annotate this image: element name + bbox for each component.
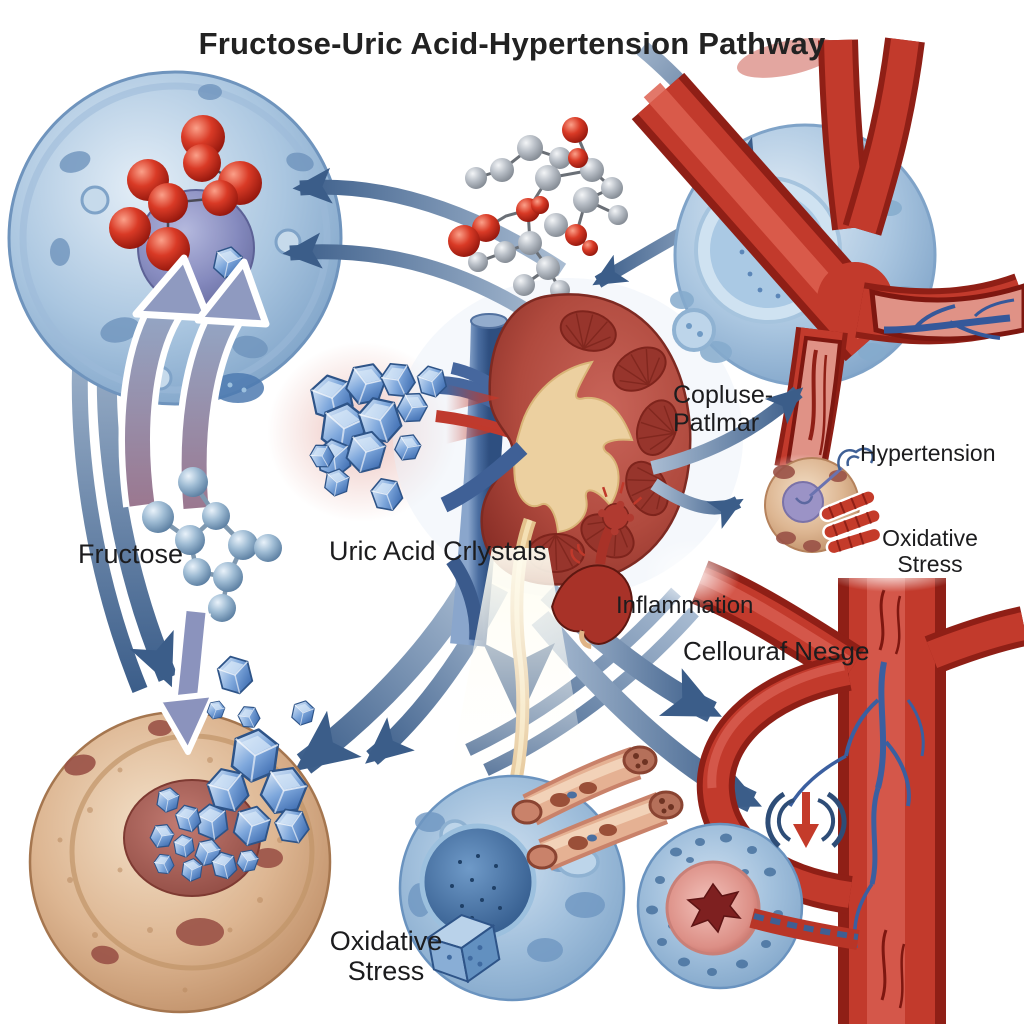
label-oxidative-stress-right: Oxidative Stress	[874, 525, 986, 578]
vessel-junction-bottom-right	[644, 539, 1024, 1024]
label-oxidative-bottom-line2: Stress	[347, 956, 425, 987]
label-hypertension: Hypertension	[860, 440, 996, 466]
uric-acid-molecule	[448, 117, 628, 300]
influx-up-arrows	[118, 254, 270, 510]
diagram-title: Fructose-Uric Acid-Hypertension Pathway	[198, 26, 826, 61]
label-copluse-patlmar: Copluse- Patlmar	[673, 381, 773, 437]
label-copluse-line1: Copluse-	[673, 381, 774, 409]
muscle-fibers	[819, 489, 883, 556]
label-fructose: Fructose	[78, 539, 184, 569]
blue-cell-top-left	[7, 70, 343, 510]
label-oxidative-bottom-line1: Oxidative	[329, 926, 443, 956]
tan-cell-bottom-left	[28, 710, 332, 1014]
curly-receptor	[837, 447, 874, 471]
crystal-cube	[425, 913, 501, 984]
tubules-on-cell	[511, 745, 684, 871]
spotted-cell-bottom-right	[636, 822, 860, 990]
muscle-fiber-cell	[764, 447, 883, 556]
arrows-kidney-to-right	[650, 386, 804, 529]
label-oxidative-right-line2: Stress	[897, 550, 963, 577]
label-cellular-nesge: Cellouraf Nesge	[683, 636, 870, 666]
label-oxidative-stress-bottom: Oxidative Stress	[328, 926, 444, 986]
red-molecule-in-cell	[109, 115, 262, 271]
inflamed-kidney-icon	[551, 482, 643, 649]
arrow-into-tan-cell	[155, 610, 217, 755]
label-inflammation: Inflammation	[616, 592, 754, 619]
label-uric-acid-crystals: Uric Acid Crlystals	[329, 536, 547, 566]
label-copluse-line2: Patlmar	[673, 409, 760, 437]
pressure-drop-icon	[765, 791, 847, 848]
label-oxidative-right-line1: Oxidative	[882, 525, 978, 551]
fructose-molecule	[142, 467, 282, 622]
